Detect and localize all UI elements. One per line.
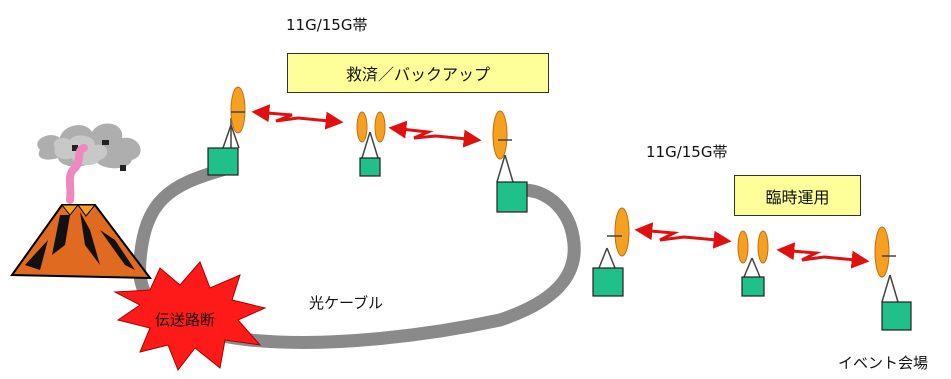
- microwave-link-2: [388, 120, 482, 148]
- antenna-icon: [737, 230, 749, 264]
- radio-station-box: [881, 301, 912, 331]
- microwave-link-1: [251, 104, 344, 130]
- optical-cable-line: [133, 163, 581, 349]
- station-5: [737, 230, 769, 297]
- rescue-backup-label: 救済／バックアップ: [345, 65, 490, 84]
- radio-station-box: [496, 181, 528, 213]
- station-4: [592, 207, 630, 297]
- optical-cable-label: 光ケーブル: [309, 294, 384, 312]
- antenna-icon: [874, 226, 890, 278]
- radio-station-box: [592, 267, 624, 297]
- band-label-right: 11G/15G帯: [646, 143, 728, 161]
- band-label-left: 11G/15G帯: [286, 16, 368, 34]
- volcano-icon: [10, 123, 153, 280]
- antenna-icon: [614, 207, 630, 257]
- microwave-link-3: [634, 222, 732, 249]
- antenna-icon: [492, 110, 508, 160]
- break-burst: [113, 261, 267, 371]
- temporary-operation-label: 臨時運用: [765, 187, 830, 207]
- microwave-link-4: [776, 242, 870, 269]
- station-1: [207, 86, 246, 176]
- antenna-icon: [356, 111, 368, 143]
- rescue-backup-box: 救済／バックアップ: [287, 53, 549, 93]
- temporary-operation-box: 臨時運用: [734, 175, 861, 216]
- radio-station-box: [359, 157, 381, 177]
- event-venue-label: イベント会場: [838, 354, 929, 372]
- transmission-cut-label: 伝送路断: [155, 311, 216, 329]
- antenna-icon: [230, 86, 246, 134]
- antenna-icon: [757, 230, 769, 264]
- radio-station-box: [207, 147, 239, 176]
- station-3: [492, 110, 528, 213]
- station-6: [874, 226, 912, 331]
- station-2: [356, 111, 386, 177]
- radio-station-box: [741, 276, 765, 297]
- antenna-icon: [374, 111, 386, 143]
